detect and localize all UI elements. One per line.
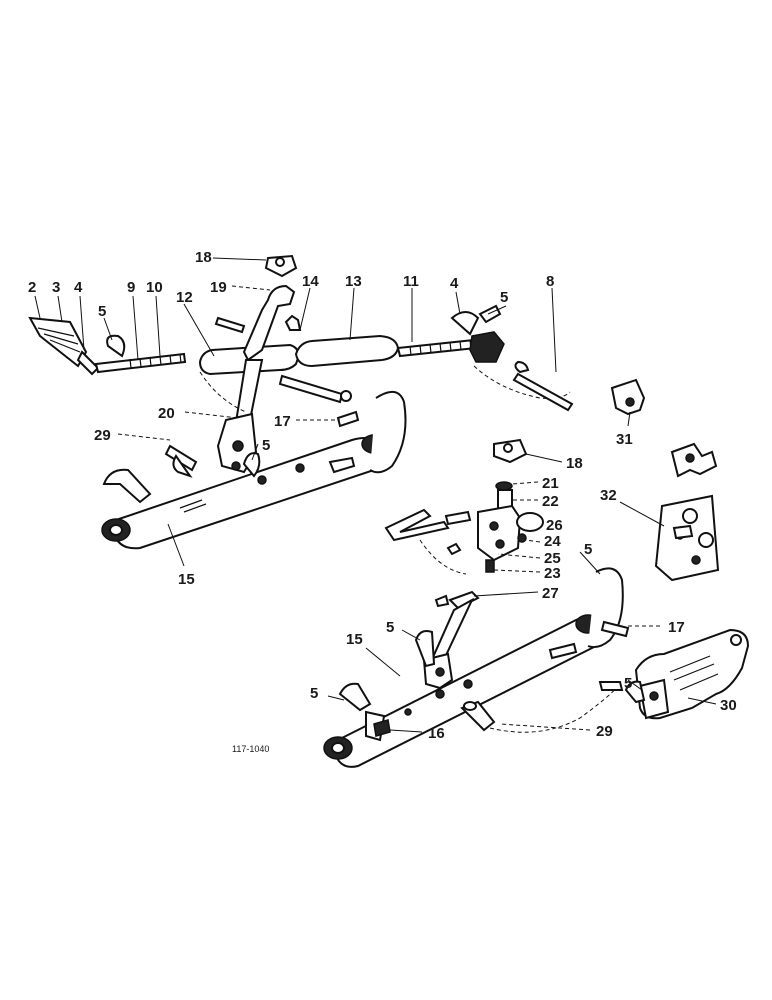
callout-17: 17 [668, 619, 685, 636]
callout-5: 5 [584, 541, 592, 558]
callout-30: 30 [720, 697, 737, 714]
callout-29: 29 [596, 723, 613, 740]
callout-5: 5 [262, 437, 270, 454]
callout-labels: 2 3 4 5 9 10 12 18 19 14 13 11 4 5 8 20 … [28, 249, 737, 754]
callout-5: 5 [386, 619, 394, 636]
callout-26: 26 [546, 517, 563, 534]
callout-32: 32 [600, 487, 617, 504]
callout-27: 27 [542, 585, 559, 602]
right-lower-link [323, 567, 630, 768]
callout-2: 2 [28, 279, 36, 296]
callout-3: 3 [52, 279, 60, 296]
callout-4: 4 [74, 279, 83, 296]
leveling-assembly [384, 438, 544, 690]
callout-13: 13 [345, 273, 362, 290]
callout-9: 9 [127, 279, 135, 296]
upper-link-assembly [28, 254, 574, 474]
callout-24: 24 [544, 533, 561, 550]
callout-5: 5 [500, 289, 508, 306]
callout-5: 5 [98, 303, 106, 320]
callout-15: 15 [346, 631, 363, 648]
leader-lines [34, 257, 717, 733]
callout-14: 14 [302, 273, 319, 290]
left-lower-link [101, 391, 407, 550]
callout-18: 18 [195, 249, 212, 266]
callout-5: 5 [624, 675, 632, 692]
callout-20: 20 [158, 405, 175, 422]
callout-22: 22 [542, 493, 559, 510]
drawing-code: 117-1040 [232, 744, 269, 754]
callout-25: 25 [544, 550, 561, 567]
callout-4: 4 [450, 275, 459, 292]
callout-12: 12 [176, 289, 193, 306]
callout-21: 21 [542, 475, 559, 492]
callout-19: 19 [210, 279, 227, 296]
brackets [610, 378, 750, 720]
callout-17: 17 [274, 413, 291, 430]
callout-15: 15 [178, 571, 195, 588]
callout-10: 10 [146, 279, 163, 296]
callout-8: 8 [546, 273, 554, 290]
callout-5: 5 [310, 685, 318, 702]
callout-29: 29 [94, 427, 111, 444]
callout-18: 18 [566, 455, 583, 472]
callout-23: 23 [544, 565, 561, 582]
callout-16: 16 [428, 725, 445, 742]
callout-11: 11 [403, 273, 419, 290]
callout-31: 31 [616, 431, 633, 448]
